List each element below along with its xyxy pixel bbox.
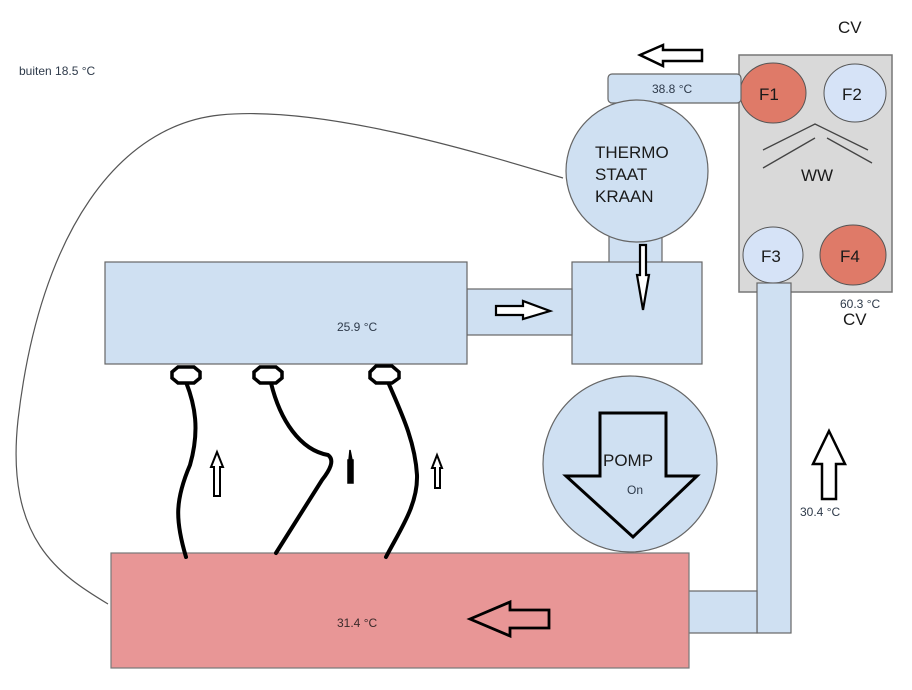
pump-arrow-icon [562, 411, 701, 540]
flow-arrow-left-icon [466, 599, 551, 639]
supply-manifold[interactable] [110, 552, 690, 669]
svg-text:F4: F4 [840, 247, 860, 266]
heating-loop-3[interactable] [384, 380, 420, 559]
loop-flow-arrow-up-icon [430, 452, 444, 489]
sensor-cable [15, 112, 564, 605]
valve-f4[interactable]: F4 [819, 224, 887, 286]
return-manifold[interactable] [104, 261, 468, 365]
svg-text:THERMO: THERMO [595, 143, 669, 162]
hot-water-exchanger-icon [762, 123, 873, 169]
heating-loop-1[interactable] [176, 380, 198, 559]
svg-text:F1: F1 [759, 85, 779, 104]
return-manifold-temperature: 25.9 °C [337, 320, 377, 334]
pump[interactable]: POMP On [542, 375, 718, 553]
heating-loop-2[interactable] [269, 381, 334, 555]
return-connector-pipe [466, 288, 573, 336]
outside-temperature: buiten 18.5 °C [19, 64, 96, 78]
boiler-title-top: CV [838, 18, 862, 37]
loop-connector-icon [170, 364, 401, 385]
return-pipe[interactable] [607, 73, 742, 104]
loop-flow-arrow-up-icon [347, 449, 354, 484]
boiler-temperature: 60.3 °C [840, 297, 880, 311]
boiler-title-bottom: CV [843, 310, 867, 329]
svg-text:F3: F3 [761, 247, 781, 266]
valve-f2[interactable]: F2 [823, 63, 887, 123]
valve-f1[interactable]: F1 [739, 62, 807, 124]
supply-riser-pipe[interactable] [756, 282, 792, 634]
flow-arrow-right-icon [494, 299, 554, 321]
return-pipe-temperature: 38.8 °C [652, 82, 692, 96]
supply-manifold-temperature: 31.4 °C [337, 616, 377, 630]
hot-water-label: WW [801, 166, 833, 185]
supply-riser-temperature: 30.4 °C [800, 505, 840, 519]
pump-status: On [627, 483, 643, 497]
flow-arrow-left-icon [636, 43, 704, 68]
loop-flow-arrow-up-icon [209, 449, 225, 497]
pump-label: POMP [603, 451, 653, 470]
svg-text:KRAAN: KRAAN [595, 187, 654, 206]
svg-text:STAAT: STAAT [595, 165, 647, 184]
svg-text:F2: F2 [842, 85, 862, 104]
supply-connector-pipe [687, 590, 758, 634]
thermostat-valve[interactable]: THERMO STAAT KRAAN [565, 99, 709, 243]
valve-f3[interactable]: F3 [742, 226, 804, 284]
flow-arrow-up-icon [811, 428, 847, 501]
flow-arrow-down-icon [635, 243, 651, 311]
